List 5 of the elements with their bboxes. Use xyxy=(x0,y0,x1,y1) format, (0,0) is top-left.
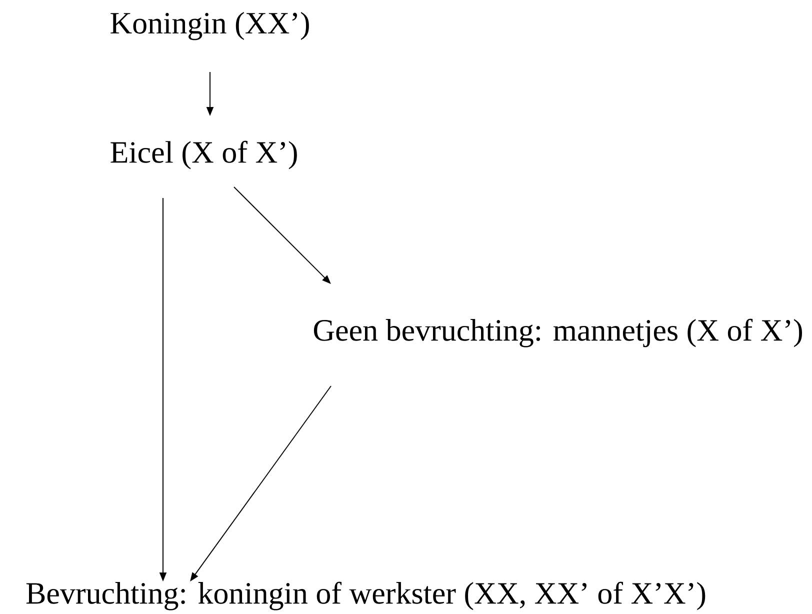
node-label: Eicel (X of X’) xyxy=(110,140,297,170)
arrow xyxy=(234,186,331,284)
node-label: Bevruchting: koningin of werkster (XX, XX’ of X’X’) xyxy=(26,582,706,610)
node-label: Koningin (XX’) xyxy=(110,12,309,40)
node-label: Geen bevruchting: mannetjes (X of X’) xyxy=(314,318,802,348)
